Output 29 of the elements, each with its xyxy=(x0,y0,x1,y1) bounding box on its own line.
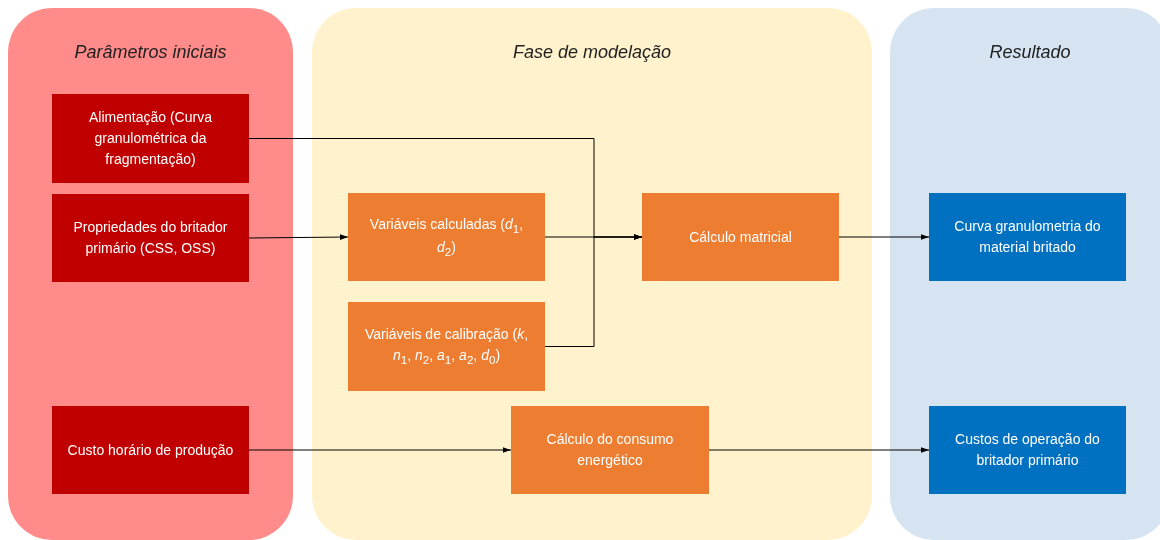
process-box xyxy=(348,193,545,281)
arrow xyxy=(248,447,512,453)
process-box xyxy=(929,193,1126,281)
process-box xyxy=(52,406,249,494)
box-label: Cálculo do consumo energético xyxy=(545,430,675,470)
box-label: Variáveis de calibração (k, n$_{1}$, n$_{2}$, a$_{1}$, a$_{2}$, d$_{0}$) xyxy=(363,325,530,369)
box-label: Custo horário de produção xyxy=(67,440,234,460)
process-box xyxy=(929,406,1126,494)
group-panel xyxy=(312,8,872,540)
arrow xyxy=(544,234,643,347)
arrow xyxy=(838,234,930,240)
box-label: Curva granulometria do material britado xyxy=(953,217,1102,257)
process-box xyxy=(642,193,839,281)
group-panel xyxy=(8,8,293,540)
process-box xyxy=(348,302,545,391)
panel-heading: Fase de modelação xyxy=(511,42,673,63)
arrow xyxy=(248,234,349,240)
box-label: Alimentação (Curva granulométrica da fragmentação) xyxy=(88,108,213,169)
panel-heading: Parâmetros iniciais xyxy=(73,42,228,63)
process-box xyxy=(511,406,709,494)
box-label: Custos de operação do britador primário xyxy=(954,430,1101,470)
group-panel xyxy=(890,8,1160,540)
box-label: Cálculo matricial xyxy=(689,227,792,247)
box-label: Propriedades do britador primário (CSS, OSS) xyxy=(72,218,229,258)
arrow xyxy=(708,447,930,453)
box-label: Variáveis calculadas (d$_{1}$, d$_{2}$) xyxy=(368,214,525,260)
process-box xyxy=(52,194,249,282)
panel-heading: Resultado xyxy=(988,42,1072,63)
process-box xyxy=(52,94,249,183)
